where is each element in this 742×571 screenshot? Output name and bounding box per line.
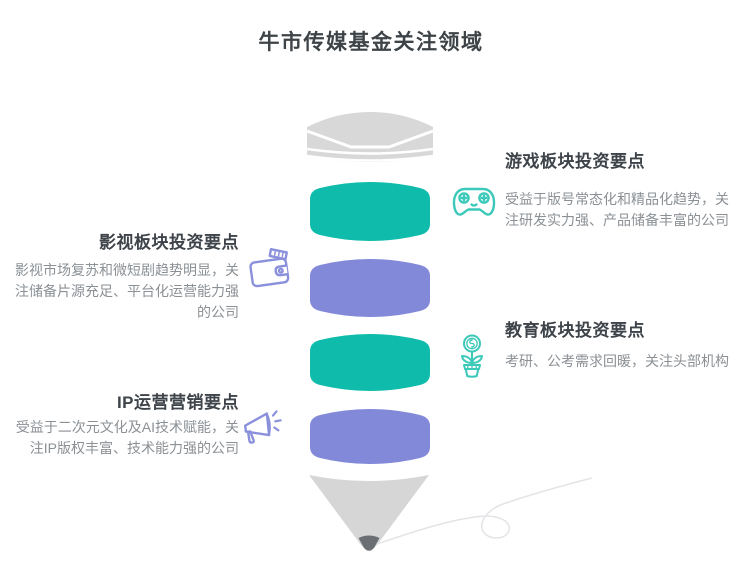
page-title: 牛市传媒基金关注领域: [258, 31, 484, 54]
gamepad-icon: [450, 176, 498, 224]
pencil-tip: [358, 535, 380, 551]
section-body-education: 考研、公考需求回暖，关注头部机构: [505, 353, 729, 369]
section-body-ip: 受益于二次元文化及AI技术赋能，关注IP版权丰富、技术能力强的公司: [15, 419, 239, 456]
pencil-cone: [309, 475, 429, 550]
section-title-ip: IP运营营销要点: [116, 393, 239, 412]
eraser-stripe-1: [306, 147, 434, 155]
section-body-game: 受益于版号常态化和精品化趋势，关注研发实力强、产品储备丰富的公司: [505, 191, 729, 228]
megaphone-icon: [238, 402, 290, 454]
funnel-segment-game: [310, 182, 430, 241]
section-title-game: 游戏板块投资要点: [505, 152, 645, 171]
funnel-segment-ip: [310, 409, 430, 464]
wallet-icon: [246, 246, 298, 298]
eraser-chevron-line: [306, 129, 434, 149]
section-title-education: 教育板块投资要点: [505, 321, 645, 340]
pencil-scribble-line: [376, 477, 593, 545]
money-plant-icon: [448, 333, 496, 381]
pencil-eraser-cap: [307, 112, 433, 162]
funnel-segment-education: [310, 334, 430, 391]
section-body-film: 影视市场复苏和微短剧趋势明显，关注储备片源充足、平台化运营能力强的公司: [15, 262, 239, 320]
funnel-segment-film: [310, 259, 430, 317]
section-title-film: 影视板块投资要点: [99, 233, 239, 252]
eraser-stripe-2: [306, 154, 434, 162]
